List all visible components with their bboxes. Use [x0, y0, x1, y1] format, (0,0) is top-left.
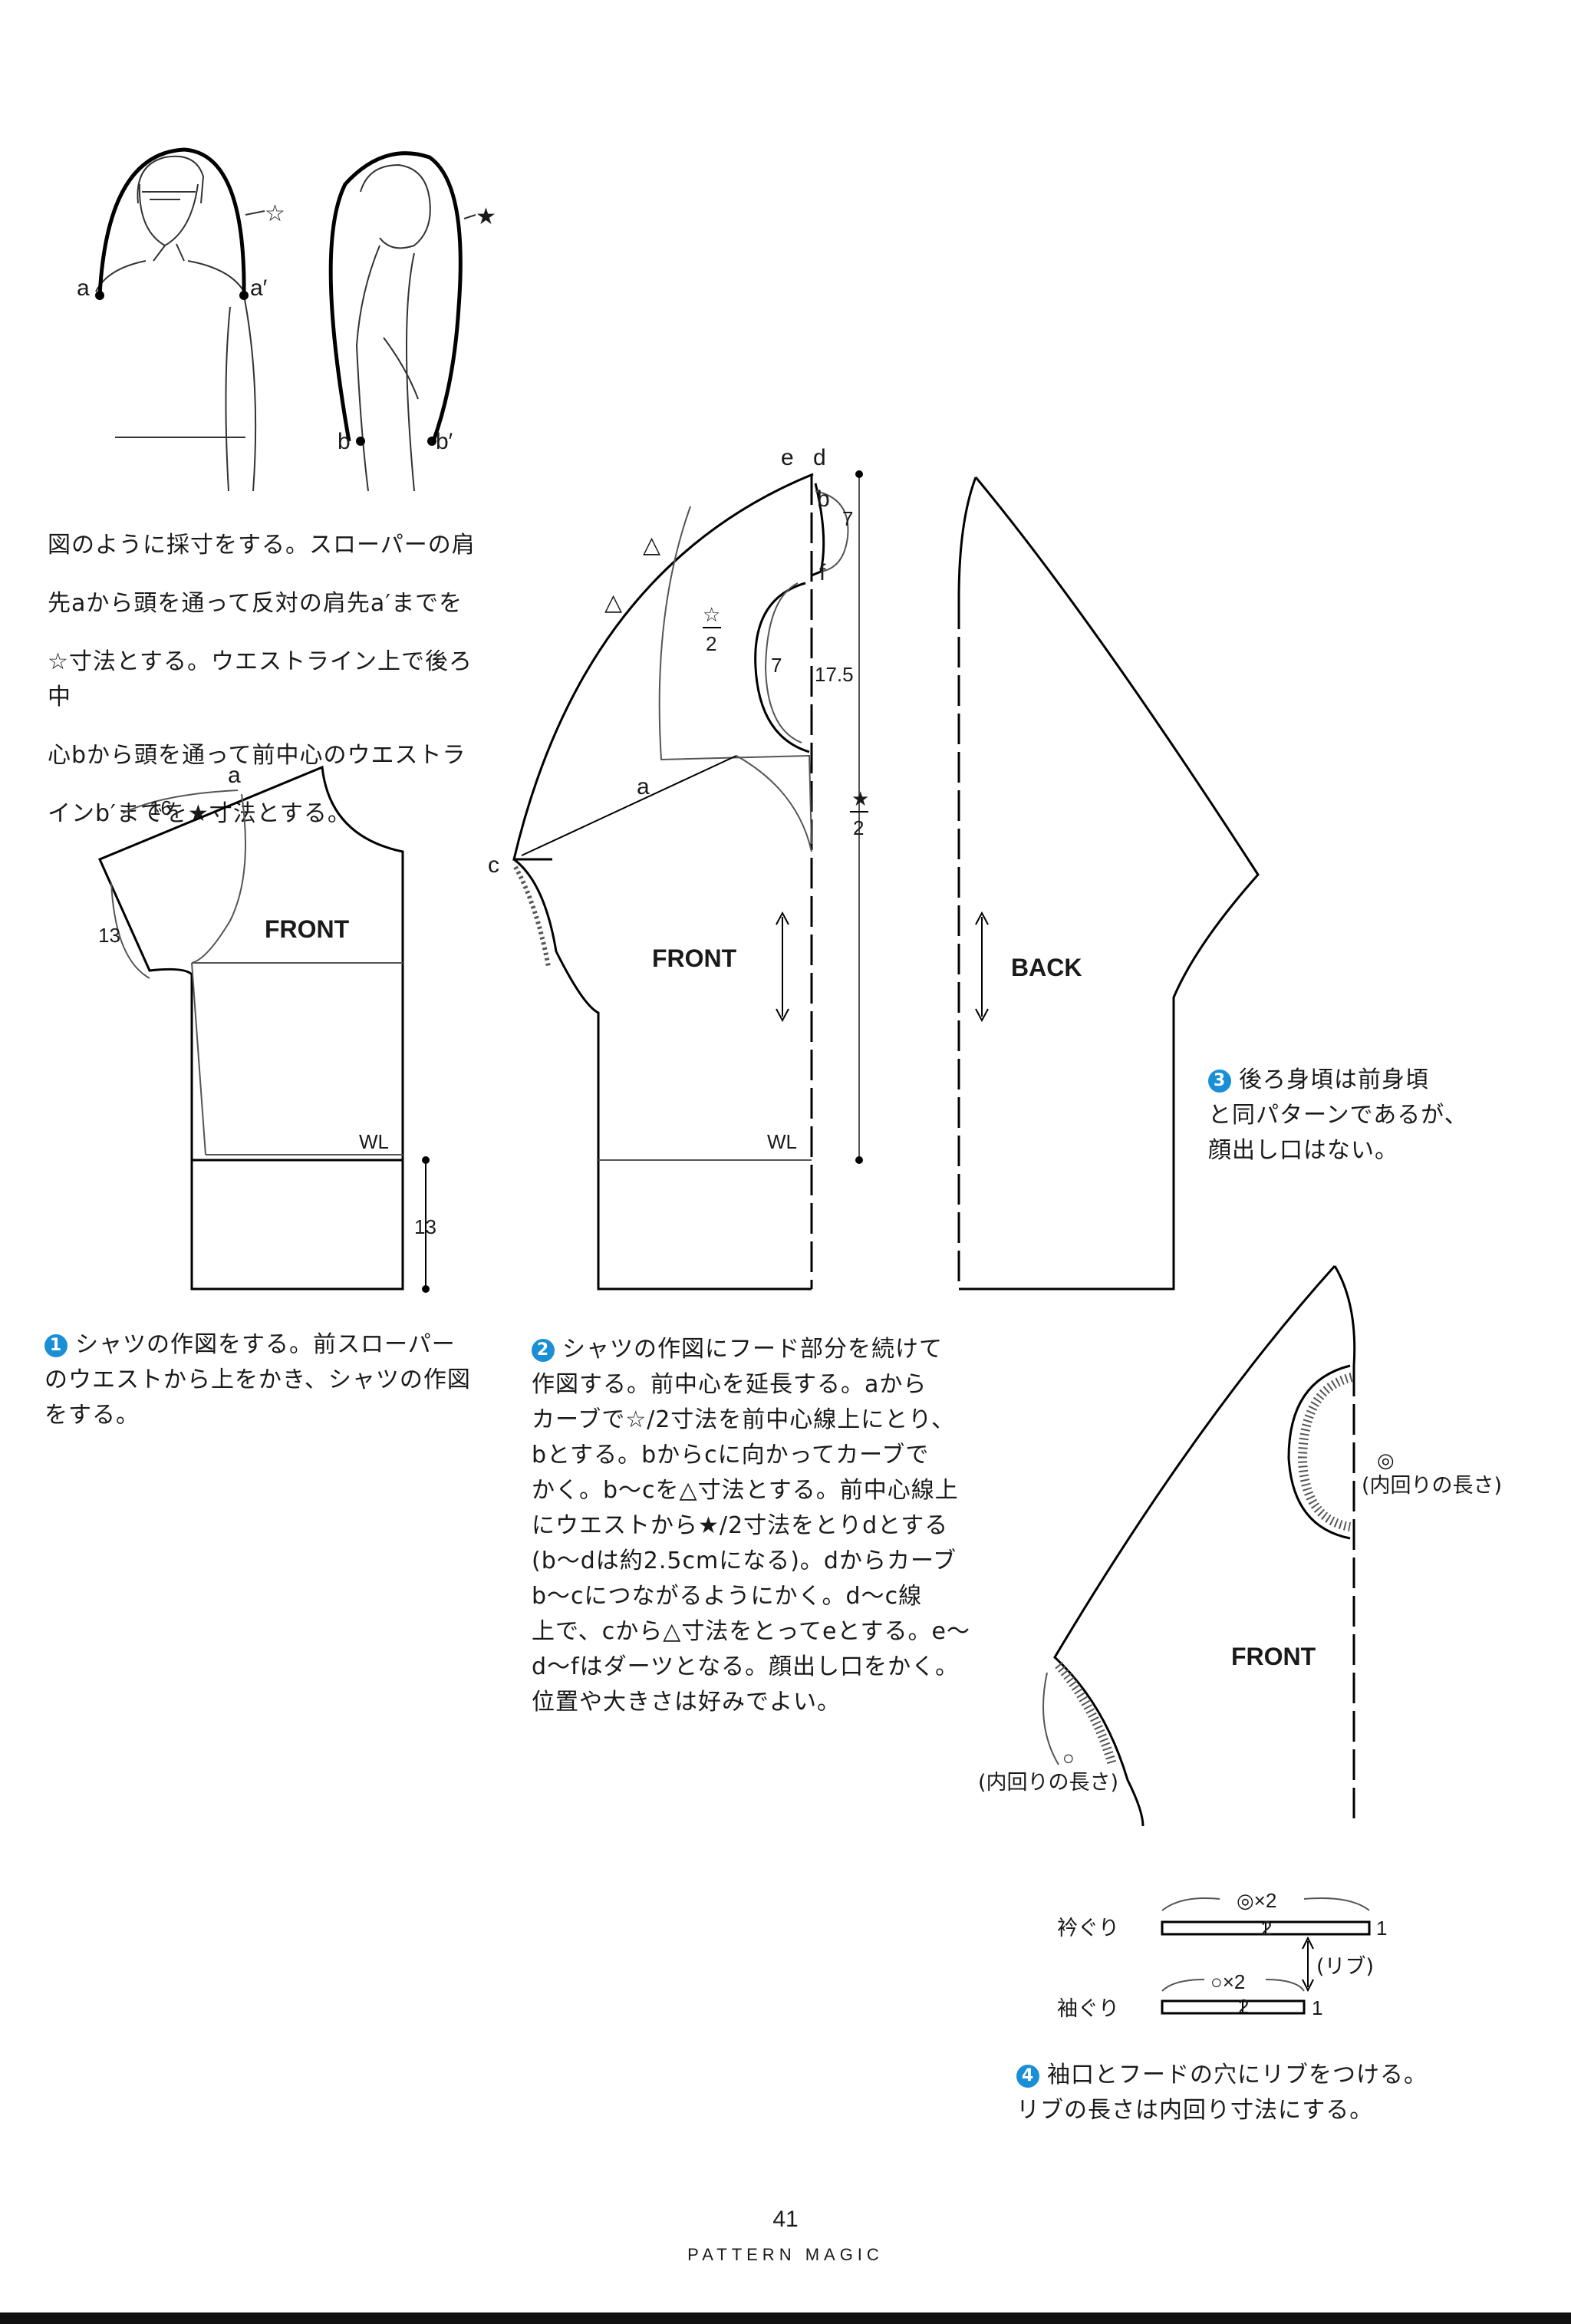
- svg-text:b′: b′: [436, 429, 453, 454]
- svg-text:13: 13: [98, 924, 120, 947]
- svg-text:○: ○: [1062, 1746, 1075, 1769]
- front-hood-figure-2: e d b 7 f △ △ ☆ 2 7 17.5 a c FRONT WL ★ …: [488, 445, 869, 1291]
- svg-text:WL: WL: [359, 1130, 389, 1153]
- svg-text:衿ぐり: 衿ぐり: [1057, 1917, 1119, 1940]
- svg-text:1: 1: [1376, 1917, 1387, 1940]
- measure-line-a: [97, 147, 246, 296]
- step-4-number: 4: [1016, 2065, 1039, 2088]
- front-rib-figure: ◎ (内回りの長さ) FRONT ○ (内回りの長さ): [978, 1264, 1502, 1827]
- svg-text:袖ぐり: 袖ぐり: [1057, 1997, 1119, 2021]
- svg-text:7: 7: [842, 507, 853, 530]
- svg-text:16: 16: [150, 796, 172, 819]
- svg-text:☆: ☆: [265, 201, 285, 226]
- rib-diagram: 衿ぐり ◎×2 1 2 (リブ) 袖ぐり ○×2 2 1: [1057, 1889, 1387, 2021]
- svg-text:2: 2: [1238, 1995, 1249, 2018]
- svg-text:★: ★: [476, 204, 496, 229]
- svg-text:WL: WL: [767, 1130, 797, 1153]
- svg-text:FRONT: FRONT: [652, 944, 737, 972]
- svg-text:◎×2: ◎×2: [1237, 1889, 1276, 1912]
- step-3-number: 3: [1208, 1070, 1231, 1093]
- svg-text:△: △: [604, 590, 622, 615]
- svg-text:d: d: [813, 445, 826, 470]
- svg-text:a: a: [228, 763, 241, 788]
- svg-text:c: c: [488, 852, 499, 878]
- page-number: 41: [772, 2207, 799, 2232]
- measure-note: 図のように採寸をする。スローパーの肩 先aから頭を通って反対の肩先a′までを ☆…: [48, 532, 476, 827]
- measure-line-b: [328, 151, 463, 442]
- svg-text:FRONT: FRONT: [1231, 1643, 1316, 1670]
- svg-text:b: b: [338, 429, 351, 454]
- svg-text:BACK: BACK: [1011, 954, 1082, 981]
- svg-text:a: a: [77, 275, 90, 301]
- svg-text:FRONT: FRONT: [265, 915, 350, 943]
- svg-text:★: ★: [851, 787, 869, 810]
- svg-text:13: 13: [414, 1215, 436, 1238]
- svg-text:a: a: [637, 774, 650, 799]
- svg-text:e: e: [781, 445, 794, 470]
- svg-text:◎: ◎: [1377, 1449, 1395, 1472]
- svg-text:(リブ): (リブ): [1316, 1955, 1374, 1979]
- svg-text:(内回りの長さ): (内回りの長さ): [1362, 1474, 1502, 1498]
- back-figure-3: BACK: [957, 476, 1260, 1291]
- step-1-number: 1: [44, 1334, 68, 1357]
- bottom-rule: [0, 2312, 1571, 2324]
- svg-text:2: 2: [853, 816, 864, 839]
- svg-text:17.5: 17.5: [815, 663, 854, 686]
- book-title: PATTERN MAGIC: [687, 2245, 884, 2264]
- svg-text:f: f: [819, 560, 826, 585]
- svg-text:7: 7: [771, 654, 782, 677]
- svg-text:(内回りの長さ): (内回りの長さ): [978, 1771, 1118, 1795]
- front-draft-figure-1: a 16 13 FRONT WL 13: [97, 763, 436, 1293]
- svg-text:2: 2: [706, 632, 716, 655]
- step-2-number: 2: [532, 1339, 555, 1362]
- svg-text:☆: ☆: [703, 603, 720, 626]
- svg-text:a′: a′: [250, 275, 268, 301]
- measure-figure: a a′ ☆ b b′ ★: [77, 147, 496, 492]
- svg-text:1: 1: [1312, 1996, 1322, 2019]
- svg-text:2: 2: [1261, 1917, 1272, 1940]
- svg-text:○×2: ○×2: [1210, 1970, 1245, 1993]
- svg-text:b: b: [817, 486, 830, 512]
- svg-text:△: △: [643, 532, 660, 558]
